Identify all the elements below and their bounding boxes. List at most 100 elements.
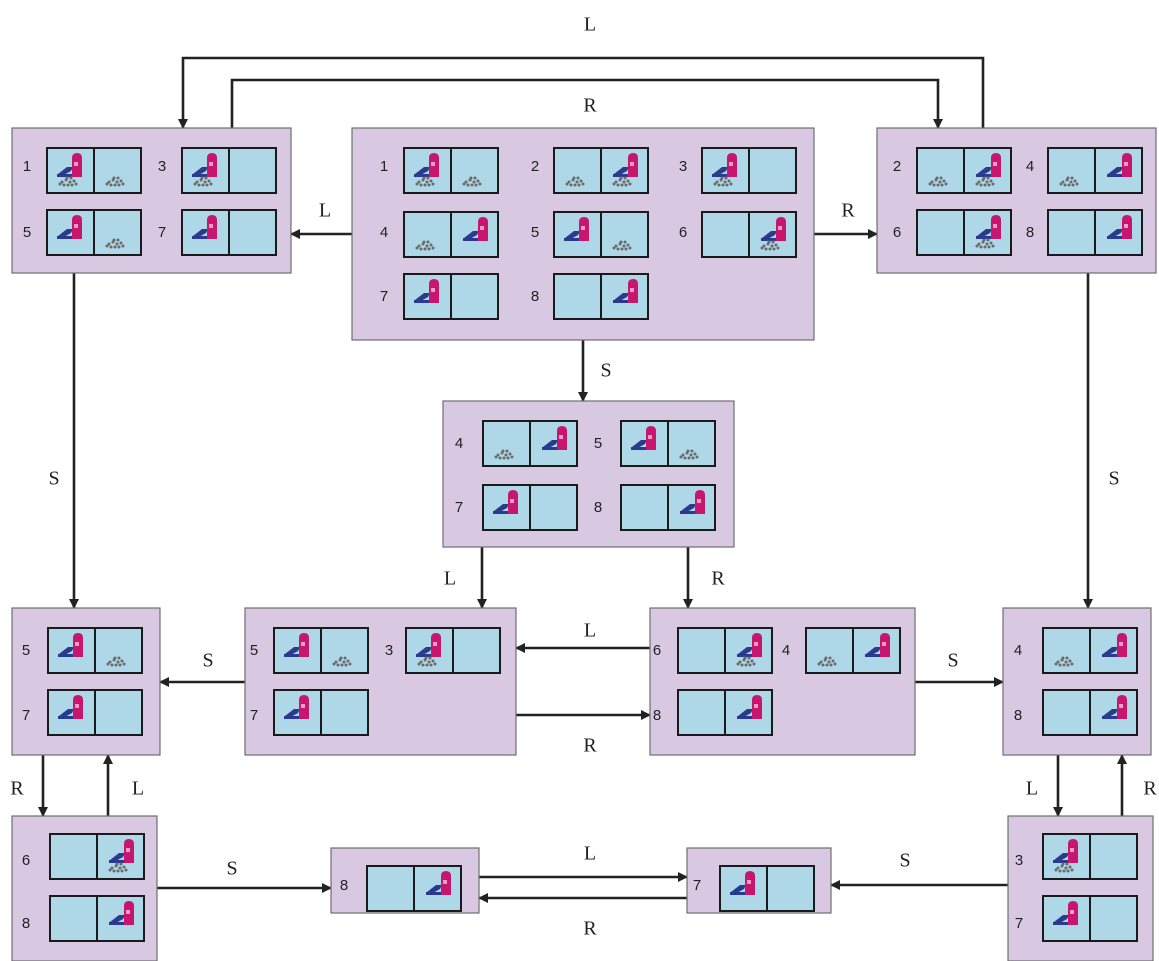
edge-label: L xyxy=(584,843,596,865)
right-square xyxy=(667,420,716,467)
world-state: 4 xyxy=(380,211,499,258)
right-square xyxy=(766,865,815,912)
dirt-icon xyxy=(736,656,756,667)
left-square xyxy=(366,865,415,912)
vacuum-icon xyxy=(57,153,82,177)
right-square xyxy=(93,147,142,194)
vacuum-icon xyxy=(730,871,755,895)
state-number: 4 xyxy=(380,224,388,241)
vacuum-icon xyxy=(57,215,82,239)
world-state: 1 xyxy=(23,147,142,194)
edge-label: R xyxy=(841,200,855,222)
left-square xyxy=(701,211,750,258)
dirt-icon xyxy=(415,176,435,187)
dirt-icon xyxy=(679,449,699,460)
dirt-icon xyxy=(108,862,128,873)
state-number: 5 xyxy=(22,642,30,659)
dirt-icon xyxy=(612,240,632,251)
dirt-icon xyxy=(415,240,435,251)
world-state: 3 xyxy=(385,627,501,674)
state-number: 8 xyxy=(531,288,539,305)
state-number: 3 xyxy=(385,642,393,659)
state-number: 1 xyxy=(380,158,388,175)
right-square xyxy=(1089,895,1138,942)
left-square xyxy=(1042,895,1091,942)
world-state: 2 xyxy=(531,147,649,194)
dirt-icon xyxy=(105,238,125,249)
vacuum-icon xyxy=(564,217,589,241)
right-square xyxy=(724,627,773,674)
edge-label: S xyxy=(1108,468,1119,490)
world-state: 2 xyxy=(893,147,1012,194)
edge-label: S xyxy=(899,850,910,872)
state-number: 7 xyxy=(1015,915,1023,932)
left-square xyxy=(49,895,98,942)
vacuum-icon xyxy=(712,153,737,177)
world-state: 5 xyxy=(23,209,142,256)
state-number: 8 xyxy=(653,707,661,724)
edge-label: S xyxy=(48,468,59,490)
world-state: 7 xyxy=(455,484,578,531)
world-state: 1 xyxy=(380,147,499,194)
state-number: 6 xyxy=(893,224,901,241)
left-square xyxy=(49,833,98,880)
state-number: 6 xyxy=(679,224,687,241)
state-number: 7 xyxy=(455,499,463,516)
edge-label: S xyxy=(202,650,213,672)
left-square xyxy=(403,211,452,258)
world-state: 6 xyxy=(653,627,773,674)
state-number: 8 xyxy=(594,499,602,516)
right-square xyxy=(96,895,145,942)
world-state: 3 xyxy=(158,147,277,194)
vacuum-icon xyxy=(109,839,134,863)
right-square xyxy=(450,147,499,194)
right-square xyxy=(452,627,501,674)
world-state: 8 xyxy=(531,273,649,320)
vacuum-icon xyxy=(737,695,762,719)
edge-label: S xyxy=(600,360,611,382)
vacuum-icon xyxy=(542,426,567,450)
edge-label: R xyxy=(10,778,24,800)
state-number: 2 xyxy=(893,158,901,175)
edge-label: R xyxy=(583,95,597,117)
world-state: 5 xyxy=(531,211,649,258)
state-number: 2 xyxy=(531,158,539,175)
left-square xyxy=(805,627,854,674)
vacuum-icon xyxy=(414,153,439,177)
vacuum-icon xyxy=(1053,839,1078,863)
belief-state-goal-7: 7 xyxy=(686,847,832,914)
dirt-icon xyxy=(975,238,995,249)
edge-label: L xyxy=(444,568,456,590)
world-state: 4 xyxy=(1014,627,1138,674)
dirt-icon xyxy=(928,176,948,187)
state-number: 6 xyxy=(653,642,661,659)
right-square xyxy=(320,689,369,736)
edge-after-L-to-after-R xyxy=(230,78,943,129)
world-state: 8 xyxy=(22,895,145,942)
right-square xyxy=(529,484,578,531)
vacuum-icon xyxy=(1102,633,1127,657)
vacuum-icon xyxy=(109,901,134,925)
edges-layer xyxy=(38,56,1127,903)
state-number: 4 xyxy=(455,435,463,452)
right-square xyxy=(320,627,369,674)
left-square xyxy=(482,420,531,467)
state-number: 8 xyxy=(1014,707,1022,724)
left-square xyxy=(553,147,602,194)
world-state: 5 xyxy=(250,627,369,674)
state-number: 1 xyxy=(23,158,31,175)
state-number: 8 xyxy=(22,915,30,932)
right-square xyxy=(748,147,797,194)
left-square xyxy=(1047,147,1096,194)
dirt-icon xyxy=(106,656,126,667)
belief-state-LS: 57 xyxy=(11,607,161,756)
edge-after-R-to-after-L xyxy=(178,56,985,129)
vacuum-icon xyxy=(737,633,762,657)
left-square xyxy=(677,627,726,674)
